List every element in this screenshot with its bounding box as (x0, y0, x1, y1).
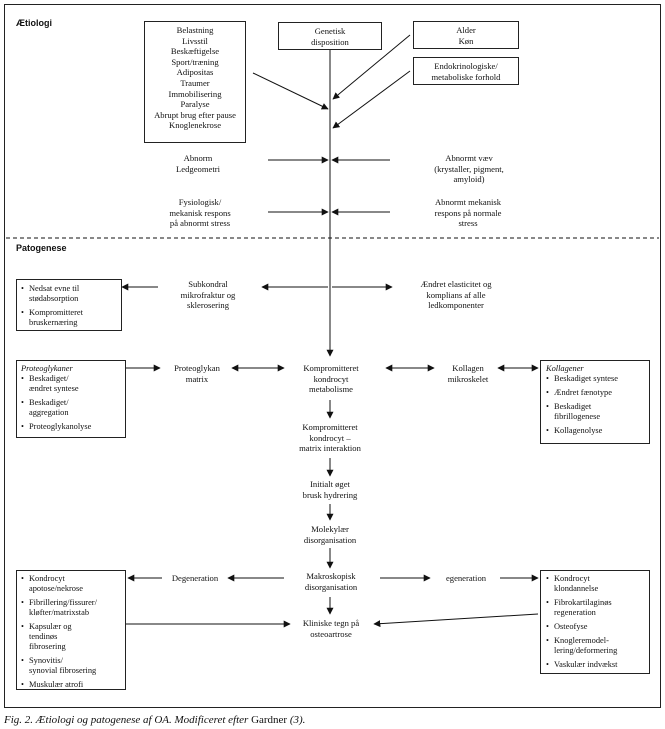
proteoglycan-matrix-label: Proteoglykan matrix (174, 363, 220, 384)
endocrine-text: Endokrinologiske/ metaboliske forhold (431, 61, 501, 82)
list-item: Knogleremodel- lering/deformering (546, 636, 646, 656)
abnormal-response-label: Abnormt mekanisk respons på normale stre… (434, 197, 502, 229)
list-item: Ændret fænotype (546, 388, 646, 398)
collagens-title: Kollagener (546, 364, 584, 373)
list-item: Synovitis/ synovial fibrosering (21, 656, 122, 676)
arrow-endocrine (332, 70, 411, 129)
diagram-frame (4, 4, 661, 708)
subchondral-label: Subkondral mikrofraktur og sklerosering (180, 279, 236, 311)
degeneration-effects-box: Kondrocyt apotose/nekrose Fibrillering/f… (16, 570, 126, 690)
compromised-metabolism-label: Kompromitteret kondrocyt metabolisme (303, 363, 359, 395)
endocrine-box: Endokrinologiske/ metaboliske forhold (413, 57, 519, 85)
collagens-list: Beskadiget syntese Ændret fænotype Beska… (546, 374, 646, 436)
section-etiologi: Ætiologi (16, 18, 52, 28)
elasticity-label: Ændret elasticitet og komplians af alle … (420, 279, 492, 311)
arrow-lifestyle (252, 72, 329, 110)
arrow-regbox-clin (373, 613, 539, 628)
clinical-signs-label: Kliniske tegn på osteoartrose (302, 618, 360, 639)
list-item: Muskulær atrofi (21, 680, 122, 690)
shock-absorption-box: Nedsat evne til stødabsorption Kompromit… (16, 279, 122, 331)
abnormal-geometry-label: Abnorm Ledgeometri (176, 153, 220, 174)
molecular-label: Molekylær disorganisation (303, 524, 357, 545)
proteoglycans-list: Beskadiget/ ændret syntese Beskadiget/ a… (21, 374, 122, 432)
degeneration-effects-list: Kondrocyt apotose/nekrose Fibrillering/f… (21, 574, 122, 690)
list-item: Beskadiget/ ændret syntese (21, 374, 122, 394)
proteoglycans-title: Proteoglykaner (21, 364, 73, 373)
macroscopic-label: Makroskopisk disorganisation (304, 571, 358, 592)
section-patogenese: Patogenese (16, 243, 67, 253)
list-item: Kondrocyt apotose/nekrose (21, 574, 122, 594)
proteoglycans-box: Proteoglykaner Beskadiget/ ændret syntes… (16, 360, 126, 438)
figure-caption: Fig. 2. Ætiologi og patogenese af OA. Mo… (4, 714, 305, 726)
regeneration-effects-list: Kondrocyt klondannelse Fibrokartilaginøs… (546, 574, 646, 670)
caption-ref: (3). (287, 714, 306, 726)
lifestyle-factors-box: Belastning Livsstil Beskæftigelse Sport/… (144, 21, 246, 143)
list-item: Kompromitteret bruskernæring (21, 308, 118, 328)
list-item: Fibrokartilaginøs regeneration (546, 598, 646, 618)
collagen-skeleton-label: Kollagen mikroskelet (447, 363, 489, 384)
age-sex-text: Alder Køn (456, 25, 476, 46)
list-item: Osteofyse (546, 622, 646, 632)
hydration-label: Initialt øget brusk hydrering (302, 479, 358, 500)
list-item: Kollagenolyse (546, 426, 646, 436)
list-item: Kondrocyt klondannelse (546, 574, 646, 594)
age-sex-box: Alder Køn (413, 21, 519, 49)
list-item: Fibrillering/fissurer/ kløfter/matrixsta… (21, 598, 122, 618)
list-item: Vaskulær indvækst (546, 660, 646, 670)
list-item: Beskadiget/ aggregation (21, 398, 122, 418)
list-item: Kapsulær og tendinøs fibrosering (21, 622, 122, 652)
list-item: Proteoglykanolyse (21, 422, 122, 432)
caption-prefix: Fig. 2. Ætiologi og patogenese af OA. Mo… (4, 714, 252, 726)
degeneration-label: Degeneration (171, 573, 219, 583)
collagens-box: Kollagener Beskadiget syntese Ændret fæn… (540, 360, 650, 444)
list-item: Beskadiget fibrillogenese (546, 402, 646, 422)
list-item: Beskadiget syntese (546, 374, 646, 384)
genetic-text: Genetisk disposition (311, 26, 349, 47)
abnormal-tissue-label: Abnormt væv (krystaller, pigment, amyloi… (434, 153, 504, 185)
compromised-interaction-label: Kompromitteret kondrocyt – matrix intera… (299, 422, 361, 454)
physiological-response-label: Fysiologisk/ mekanisk respons på abnormt… (169, 197, 231, 229)
caption-author: Gardner (251, 714, 288, 726)
shock-absorption-list: Nedsat evne til stødabsorption Kompromit… (21, 284, 118, 328)
regeneration-effects-box: Kondrocyt klondannelse Fibrokartilaginøs… (540, 570, 650, 674)
arrow-age (332, 34, 411, 100)
regeneration-label: egeneration (445, 573, 487, 583)
lifestyle-factors-text: Belastning Livsstil Beskæftigelse Sport/… (154, 25, 236, 131)
list-item: Nedsat evne til stødabsorption (21, 284, 118, 304)
genetic-box: Genetisk disposition (278, 22, 382, 50)
